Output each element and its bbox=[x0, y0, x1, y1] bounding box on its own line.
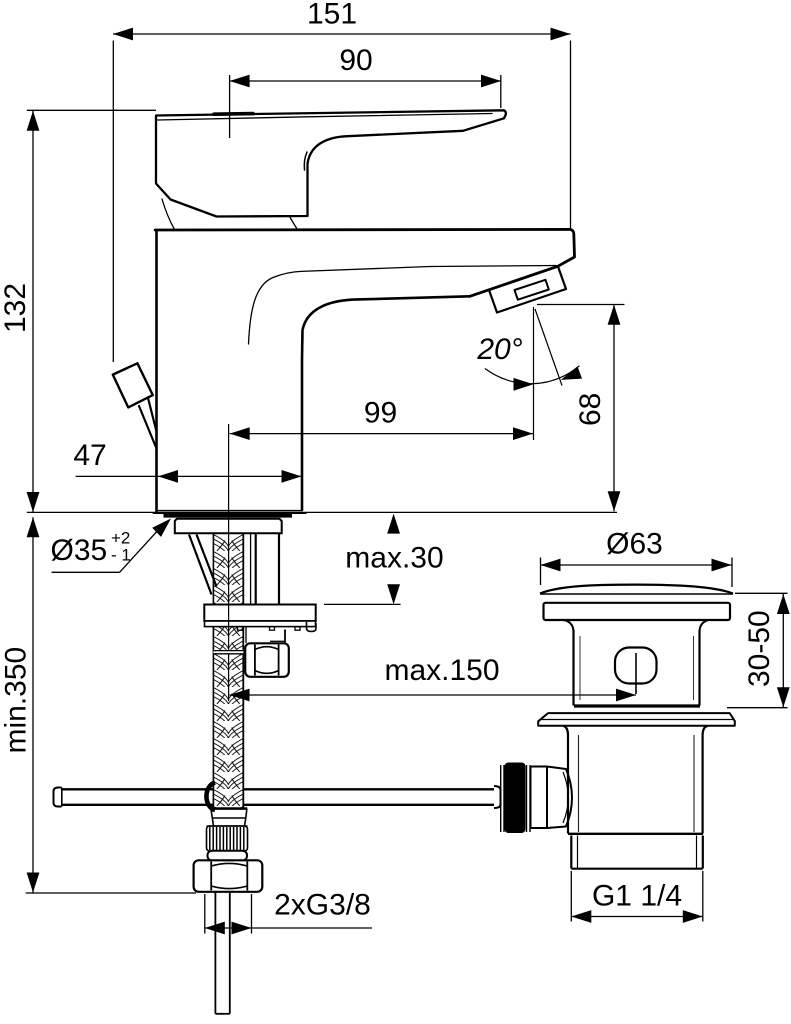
svg-text:max.150: max.150 bbox=[384, 654, 499, 687]
svg-text:47: 47 bbox=[73, 439, 106, 472]
svg-text:Ø63: Ø63 bbox=[606, 528, 663, 561]
svg-text:20°: 20° bbox=[476, 333, 522, 366]
svg-text:2xG3/8: 2xG3/8 bbox=[274, 889, 371, 922]
svg-text:99: 99 bbox=[364, 397, 397, 430]
svg-text:G1 1/4: G1 1/4 bbox=[592, 880, 682, 913]
svg-text:max.30: max.30 bbox=[345, 542, 443, 575]
svg-text:Ø35: Ø35 bbox=[51, 534, 108, 567]
svg-text:132: 132 bbox=[0, 283, 32, 333]
svg-text:30-50: 30-50 bbox=[743, 610, 776, 687]
svg-text:90: 90 bbox=[339, 44, 372, 77]
svg-text:+2: +2 bbox=[111, 529, 130, 548]
svg-text:68: 68 bbox=[574, 393, 607, 426]
svg-text:min.350: min.350 bbox=[0, 647, 33, 754]
svg-text:- 1: - 1 bbox=[111, 546, 131, 565]
svg-text:151: 151 bbox=[307, 0, 357, 31]
